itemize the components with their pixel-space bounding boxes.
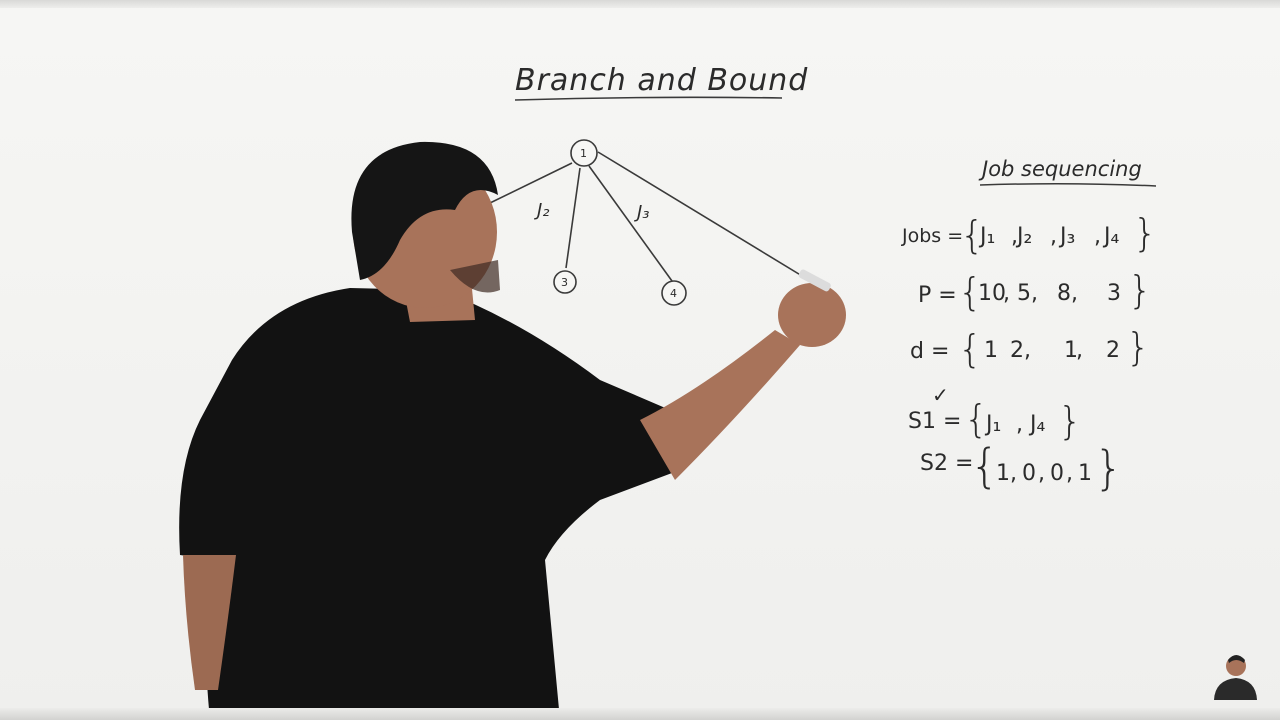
tree-node-child-4-label: 4 [670, 287, 677, 300]
jobs-close-brace: } [1133, 211, 1157, 255]
profit-row: P = { 10 , 5 , 8 , 3 } [918, 268, 1152, 314]
presenter-avatar-icon [1214, 655, 1257, 700]
profit-close-brace: } [1128, 268, 1152, 312]
s1-open-brace: { [964, 397, 988, 441]
s1-close-brace: } [1058, 399, 1082, 443]
presenter-hand [778, 283, 846, 347]
profit-value: 3 [1107, 281, 1121, 306]
presenter-left-arm [183, 555, 236, 690]
job-item: J₂ [1015, 224, 1032, 249]
presenter-shirt [179, 288, 680, 720]
deadline-open-brace: { [958, 327, 982, 371]
deadline-value: 1 [1064, 338, 1078, 363]
job-item: J₃ [1058, 224, 1075, 249]
jobs-separator: , [1050, 224, 1057, 249]
tree-node-root: 1 [570, 139, 598, 167]
edge-label-j2: J₂ [534, 200, 550, 221]
s2-close-brace: } [1094, 441, 1123, 495]
presenter-beard [450, 260, 500, 293]
s2-separator: , [1066, 461, 1073, 486]
profit-label: P = [918, 283, 957, 308]
edge-label-j3: J₃ [634, 202, 650, 223]
tree-node-child-3: 3 [553, 270, 577, 294]
s1-label: S1 = [908, 409, 961, 434]
s2-label: S2 = [920, 451, 973, 476]
s2-value: 0 [1050, 461, 1064, 486]
s2-separator: , [1038, 461, 1045, 486]
deadline-separator: , [1076, 338, 1083, 363]
jobs-separator: , [1094, 224, 1101, 249]
jobs-row: Jobs = { J₁ , J₂ , J₃ , J₄ } [901, 211, 1157, 257]
side-title: Job sequencing [978, 157, 1142, 181]
s2-value: 1 [996, 461, 1010, 486]
title-underline [514, 96, 783, 101]
s2-row: S2 = { 1 , 0 , 0 , 1 } [920, 439, 1123, 495]
presenter-hair [351, 141, 498, 280]
s2-separator: , [1010, 461, 1017, 486]
s1-item: J₄ [1028, 412, 1045, 437]
presenter-right-arm [640, 330, 800, 480]
tree-node-child-4: 4 [661, 280, 687, 306]
tree-edges [489, 151, 813, 283]
tree-node-root-label: 1 [580, 147, 587, 160]
profit-open-brace: { [958, 270, 982, 314]
s2-value: 0 [1022, 461, 1036, 486]
deadline-close-brace: } [1126, 325, 1150, 369]
job-item: J₄ [1102, 224, 1119, 249]
check-mark: ✓ [932, 383, 949, 407]
profit-value: 10 [978, 281, 1006, 306]
jobs-open-brace: { [960, 213, 984, 257]
jobs-separator: , [1011, 224, 1018, 249]
s1-row: S1 = { J₁ , J₄ } [908, 397, 1082, 443]
deadline-label: d = [910, 339, 949, 364]
profit-separator: , [1031, 281, 1038, 306]
marker-icon [798, 269, 831, 292]
deadline-value: 1 [984, 338, 998, 363]
profit-value: 5 [1017, 281, 1031, 306]
profit-separator: , [1071, 281, 1078, 306]
deadline-row: d = { 1 2 , 1 , 2 } [910, 325, 1150, 371]
s1-item: J₁ [984, 412, 1001, 437]
profit-value: 8 [1057, 281, 1071, 306]
whiteboard-top-edge [0, 0, 1280, 8]
whiteboard-bottom-edge [0, 708, 1280, 720]
s2-open-brace: { [970, 439, 999, 493]
deadline-separator: , [1024, 338, 1031, 363]
profit-separator: , [1003, 281, 1010, 306]
tree-node-child-3-label: 3 [561, 276, 568, 289]
board-title: Branch and Bound [515, 63, 808, 98]
presenter [179, 141, 846, 720]
s1-separator: , [1016, 412, 1023, 437]
jobs-label: Jobs = [901, 225, 963, 247]
job-item: J₁ [978, 224, 995, 249]
deadline-value: 2 [1106, 338, 1120, 363]
deadline-value: 2 [1010, 338, 1024, 363]
side-title-underline [979, 182, 1157, 187]
s2-value: 1 [1078, 461, 1092, 486]
